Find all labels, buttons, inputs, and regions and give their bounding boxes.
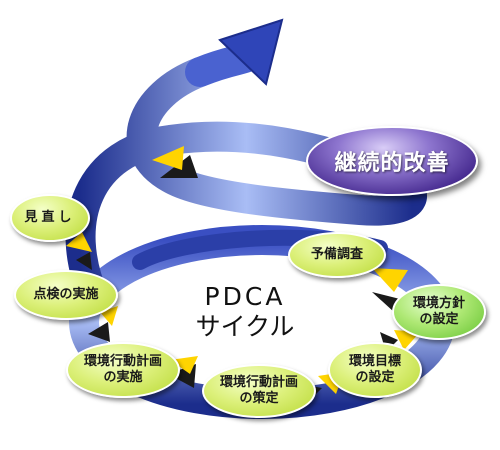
step-check-label: 点検の実施 (33, 287, 99, 302)
step-plan-line1: 環境行動計画 (219, 375, 298, 390)
step-implement: 環境行動計画 の実施 (66, 342, 180, 398)
pdca-title: PDCA サイクル (180, 282, 310, 342)
step-policy-line1: 環境方針 (412, 296, 465, 311)
step-survey-label: 予備調査 (310, 247, 363, 262)
step-target: 環境目標 の設定 (328, 342, 422, 398)
spiral-top-curve (185, 43, 260, 87)
step-implement-line1: 環境行動計画 (83, 354, 162, 369)
step-review: 見直し (10, 194, 90, 242)
step-target-line2: の設定 (355, 370, 395, 385)
step-review-label: 見直し (24, 210, 76, 225)
step-plan: 環境行動計画 の策定 (202, 364, 316, 418)
arrow-check-to-review (66, 232, 92, 270)
arrow-to-continuous (152, 146, 198, 178)
step-target-line1: 環境目標 (348, 354, 401, 369)
spiral-inner-gap (122, 266, 402, 370)
continuous-improvement-oval: 継続的改善 (306, 126, 478, 196)
step-plan-line2: の策定 (239, 391, 279, 406)
step-survey: 予備調査 (288, 232, 386, 278)
pdca-title-line1: PDCA (204, 282, 286, 311)
step-policy: 環境方針 の設定 (392, 284, 486, 340)
continuous-improvement-label: 継続的改善 (334, 151, 450, 176)
step-check: 点検の実施 (14, 270, 118, 320)
step-policy-line2: の設定 (419, 312, 459, 327)
step-implement-line2: の実施 (103, 370, 143, 385)
pdca-title-line2: サイクル (195, 312, 295, 341)
big-arrowhead (218, 18, 284, 86)
